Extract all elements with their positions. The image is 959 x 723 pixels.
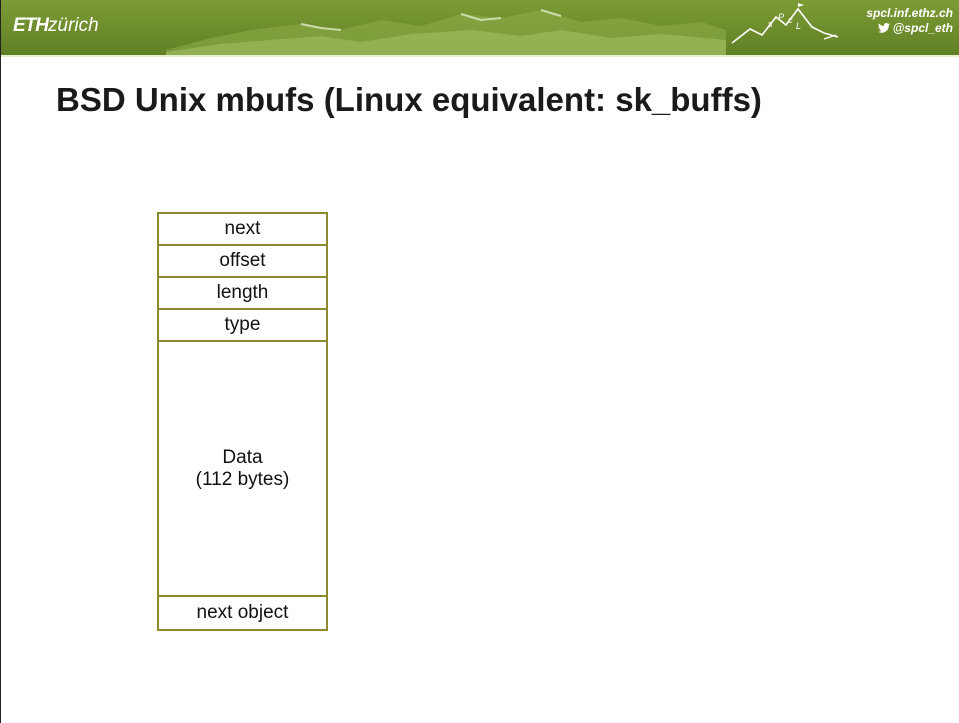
mbuf-structure-diagram: next offset length type Data (112 bytes)…: [157, 212, 328, 631]
data-size-label: (112 bytes): [195, 468, 290, 490]
eth-logo: ETHzürich: [13, 14, 99, 38]
mountain-banner-image: [166, 9, 726, 57]
twitter-handle-row[interactable]: @spcl_eth: [851, 21, 953, 36]
site-info: spcl.inf.ethz.ch @spcl_eth: [851, 6, 953, 36]
logo-zurich-text: zürich: [48, 15, 99, 36]
svg-text:s: s: [768, 19, 773, 29]
data-label: Data: [222, 446, 263, 468]
field-next: next: [159, 214, 326, 246]
twitter-bird-icon: [877, 23, 890, 33]
page-title: BSD Unix mbufs (Linux equivalent: sk_buf…: [56, 81, 762, 118]
svg-text:P: P: [778, 12, 784, 22]
field-data: Data (112 bytes): [159, 342, 326, 597]
svg-text:c: c: [788, 15, 793, 25]
site-url[interactable]: spcl.inf.ethz.ch: [866, 6, 953, 20]
field-next-object: next object: [196, 602, 289, 623]
twitter-handle: @spcl_eth: [892, 21, 953, 35]
field-type: type: [159, 310, 326, 342]
field-offset: offset: [159, 246, 326, 278]
spcl-mountain-logo: s P c L: [731, 3, 839, 44]
header-bar: ETHzürich s P c L spcl.inf.ethz.ch @spcl…: [1, 0, 959, 57]
field-length: length: [159, 278, 326, 310]
svg-text:L: L: [796, 21, 801, 31]
logo-eth-text: ETH: [13, 15, 49, 36]
